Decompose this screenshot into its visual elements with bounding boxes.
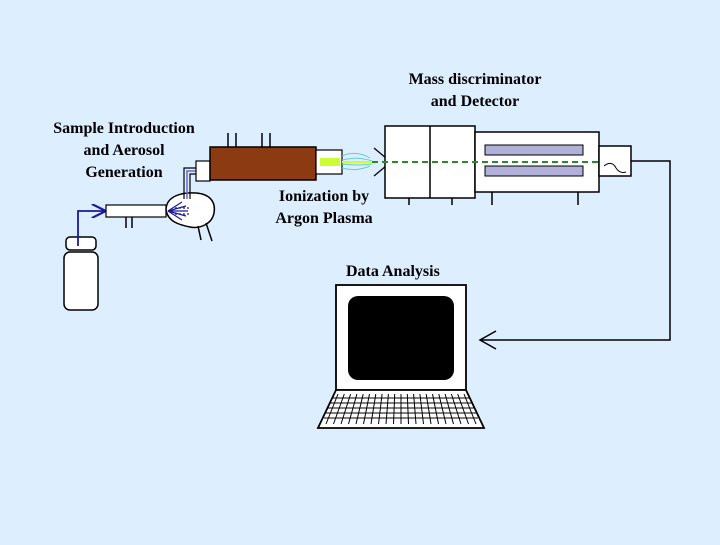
label-sample-line2: and Aerosol <box>83 142 165 159</box>
label-ionization: Ionization by Argon Plasma <box>258 186 390 230</box>
keyboard-key-divider <box>432 393 439 425</box>
detector-icon <box>598 145 632 177</box>
keyboard-keys <box>325 393 477 425</box>
sample-uptake-line <box>77 211 104 246</box>
keyboard-key-divider <box>363 393 370 425</box>
nebulizer-icon <box>105 204 167 228</box>
keyboard-key-divider <box>340 393 352 425</box>
keyboard-key-divider <box>444 393 454 425</box>
spray-chamber-icon <box>165 192 216 242</box>
label-ionization-line1: Ionization by <box>278 188 370 205</box>
label-sample-line3: Generation <box>85 164 163 181</box>
keyboard-key-divider <box>385 393 389 425</box>
keyboard-key-divider <box>393 393 396 425</box>
label-mass-discriminator: Mass discriminator and Detector <box>380 69 570 113</box>
keyboard-key-divider <box>419 393 424 425</box>
label-sample-line1: Sample Introduction <box>53 120 195 137</box>
signal-arrow-icon <box>478 330 497 350</box>
label-sample-introduction: Sample Introduction and Aerosol Generati… <box>38 118 210 184</box>
keyboard-key-divider <box>413 393 417 425</box>
keyboard-key-divider <box>325 393 339 425</box>
keyboard-key-divider <box>406 393 409 425</box>
keyboard-key-divider <box>333 393 345 425</box>
mass-spectrometer-housing <box>384 125 600 205</box>
signal-cable <box>480 160 671 341</box>
keyboard-key-divider <box>438 393 447 425</box>
keyboard-key-divider <box>355 393 364 425</box>
plasma-plume <box>341 152 373 171</box>
keyboard-key-divider <box>425 393 432 425</box>
computer-icon <box>316 284 486 429</box>
keyboard-key-divider <box>370 393 377 425</box>
label-mass-line1: Mass discriminator <box>408 71 542 88</box>
keyboard-key-divider <box>450 393 462 425</box>
aerosol-spray <box>167 201 190 221</box>
label-mass-line2: and Detector <box>430 93 520 110</box>
sample-bottle-icon <box>63 236 99 311</box>
label-data-analysis: Data Analysis <box>346 261 440 283</box>
keyboard-key-divider <box>348 393 358 425</box>
label-data-line1: Data Analysis <box>346 263 440 280</box>
label-ionization-line2: Argon Plasma <box>275 210 373 227</box>
keyboard-key-divider <box>457 393 469 425</box>
keyboard-key-divider <box>378 393 383 425</box>
keyboard-key-divider <box>463 393 477 425</box>
plasma-torch-icon <box>195 133 343 182</box>
